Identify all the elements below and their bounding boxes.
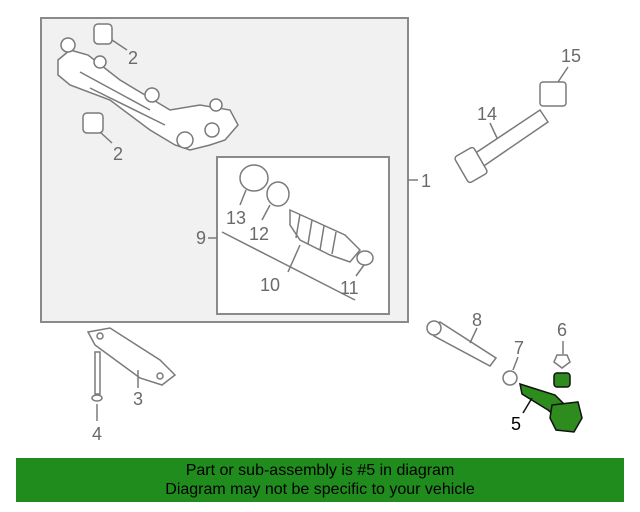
banner-line-1: Part or sub-assembly is #5 in diagram: [185, 462, 455, 479]
callout-1: 1: [421, 171, 431, 191]
mount-bushing: [82, 23, 113, 134]
boot-assembly: [239, 164, 374, 266]
callout-5: 5: [511, 414, 521, 434]
callout-2-lower: 2: [113, 144, 123, 164]
callout-13: 13: [226, 208, 246, 228]
intermediate-shaft: [454, 81, 567, 184]
parts-diagram: 1 2 2 9 13 12 10 11 1: [40, 17, 583, 444]
banner-line-2: Diagram may not be specific to your vehi…: [165, 481, 475, 498]
callout-14: 14: [477, 104, 497, 124]
inner-tie-rod: [426, 320, 571, 386]
callout-2-upper: 2: [128, 48, 138, 68]
callout-8: 8: [472, 310, 482, 330]
leader-line: [522, 397, 533, 414]
leader-line: [469, 327, 478, 344]
callout-11: 11: [340, 278, 359, 298]
callout-6: 6: [557, 320, 567, 340]
callout-15: 15: [561, 46, 581, 66]
leader-line: [221, 231, 356, 301]
leader-line: [557, 66, 569, 83]
callout-9: 9: [196, 228, 206, 248]
callout-7: 7: [514, 338, 524, 358]
outer-tie-rod-end-highlight: [519, 372, 583, 433]
leader-line: [261, 204, 271, 221]
callout-4: 4: [92, 424, 102, 444]
leader-line: [99, 131, 113, 144]
leader-line: [489, 122, 498, 139]
leader-line: [355, 264, 365, 277]
callout-12: 12: [249, 224, 269, 244]
part-info-banner: Part or sub-assembly is #5 in diagram Di…: [16, 458, 624, 502]
callout-3: 3: [133, 389, 143, 409]
leader-line: [287, 244, 301, 273]
steering-rack-housing: [57, 37, 239, 151]
mounting-bracket: [86, 327, 177, 402]
leader-line: [111, 39, 128, 51]
callout-10: 10: [260, 275, 280, 295]
leader-line: [512, 356, 519, 371]
leader-line: [239, 189, 247, 206]
